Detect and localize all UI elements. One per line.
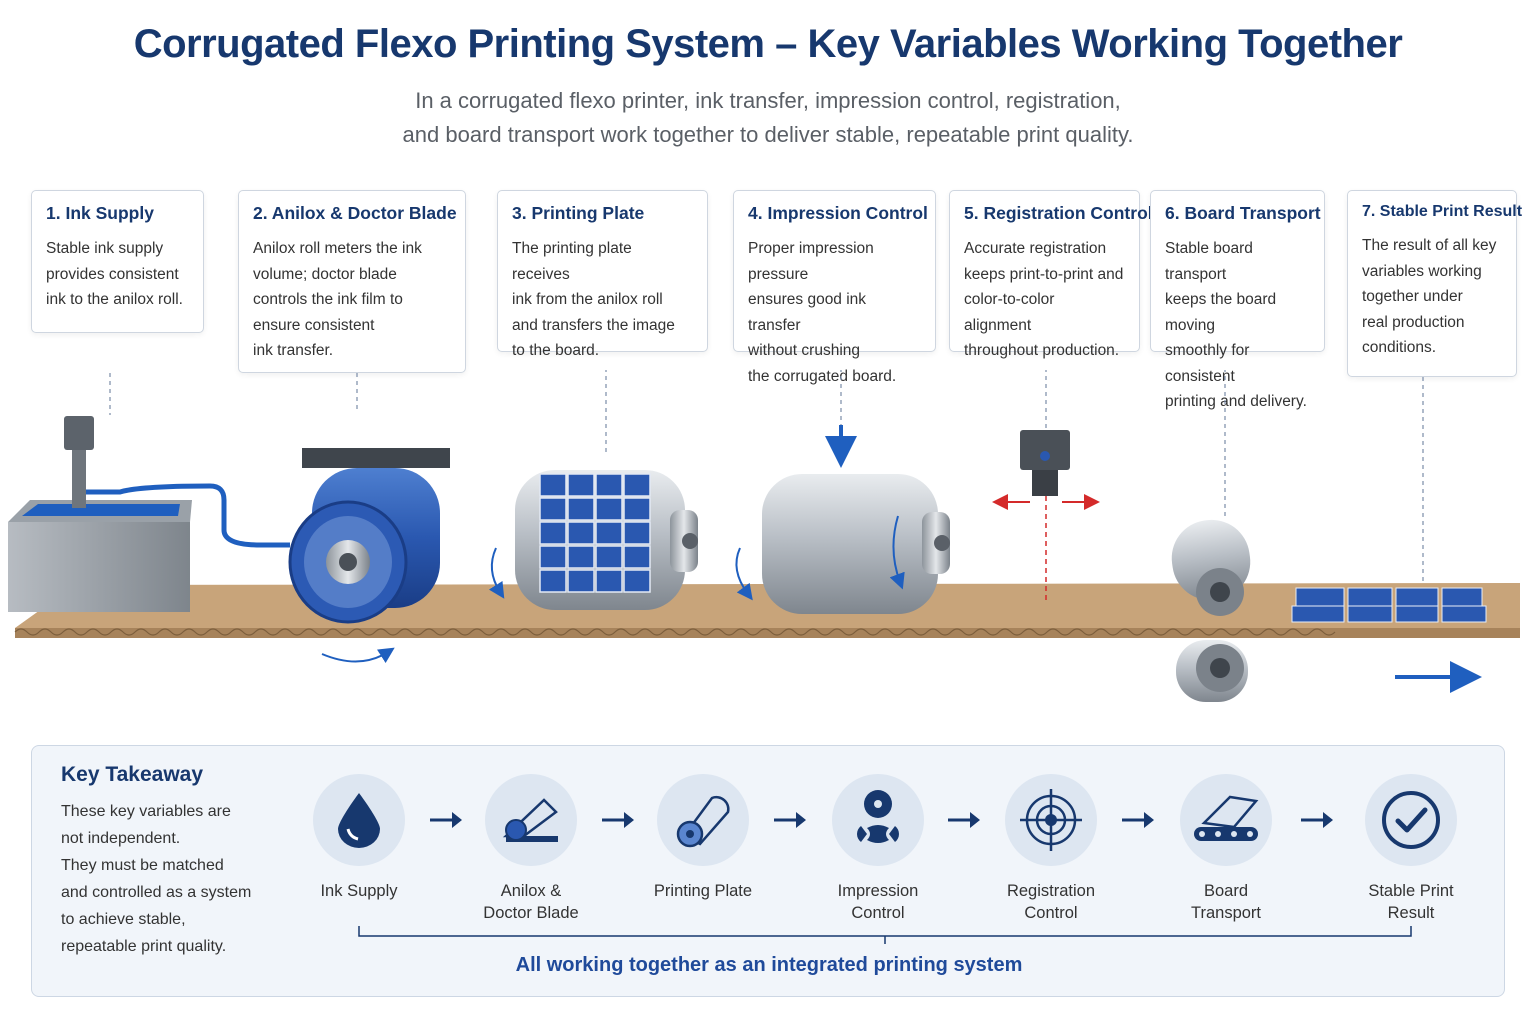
card-stable-print-result: 7. Stable Print Result The result of all…: [1347, 190, 1523, 377]
card-title: 7. Stable Print Result: [1362, 203, 1523, 220]
card-title: 4. Impression Control: [748, 203, 928, 223]
step-label: Ink Supply: [320, 882, 398, 900]
step-printing-plate: Printing Plate: [618, 774, 788, 902]
subtitle-line-1: In a corrugated flexo printer, ink trans…: [415, 88, 1121, 113]
card-printing-plate: 3. Printing Plate The printing plate rec…: [497, 190, 708, 359]
card-title: 5. Registration Control: [964, 203, 1153, 223]
printing-plate-icon: [676, 795, 730, 848]
page-subtitle: In a corrugated flexo printer, ink trans…: [268, 84, 1268, 152]
card-title: 3. Printing Plate: [512, 203, 645, 223]
printing-machine-illustration: [8, 370, 1520, 702]
key-takeaway-heading: Key Takeaway: [61, 763, 204, 786]
impression-icon: [857, 790, 899, 843]
arrow-icon: [1122, 812, 1154, 828]
card-anilox-doctor-blade: 2. Anilox & Doctor Blade Anilox roll met…: [238, 190, 466, 373]
arrow-icon: [602, 812, 634, 828]
anilox-blade-icon: [502, 798, 558, 842]
conveyor-icon: [1194, 795, 1259, 841]
arrow-icon: [1301, 812, 1333, 828]
check-circle-icon: [1382, 791, 1440, 849]
step-label: Anilox &Doctor Blade: [483, 882, 579, 922]
step-label: Printing Plate: [653, 882, 753, 900]
subtitle-line-2: and board transport work together to del…: [402, 122, 1134, 147]
arrow-icon: [430, 812, 462, 828]
card-impression-control: 4. Impression Control Proper impression …: [733, 190, 936, 385]
card-title: 1. Ink Supply: [46, 203, 154, 223]
card-title: 6. Board Transport: [1165, 203, 1321, 223]
card-registration-control: 5. Registration Control Accurate registr…: [949, 190, 1153, 359]
target-icon: [1020, 789, 1082, 851]
page-title: Corrugated Flexo Printing System – Key V…: [133, 22, 1403, 66]
arrow-icon: [774, 812, 806, 828]
bracket-line: [358, 926, 1412, 944]
integrated-system-caption: All working together as an integrated pr…: [515, 954, 1023, 976]
ink-drop-icon: [338, 793, 380, 848]
arrow-icon: [948, 812, 980, 828]
card-title: 2. Anilox & Doctor Blade: [253, 203, 457, 223]
card-board-transport: 6. Board Transport Stable board transpor…: [1150, 190, 1325, 410]
step-anilox-doctor-blade: Anilox &Doctor Blade: [446, 774, 616, 924]
step-ink-supply: Ink Supply: [274, 774, 444, 902]
